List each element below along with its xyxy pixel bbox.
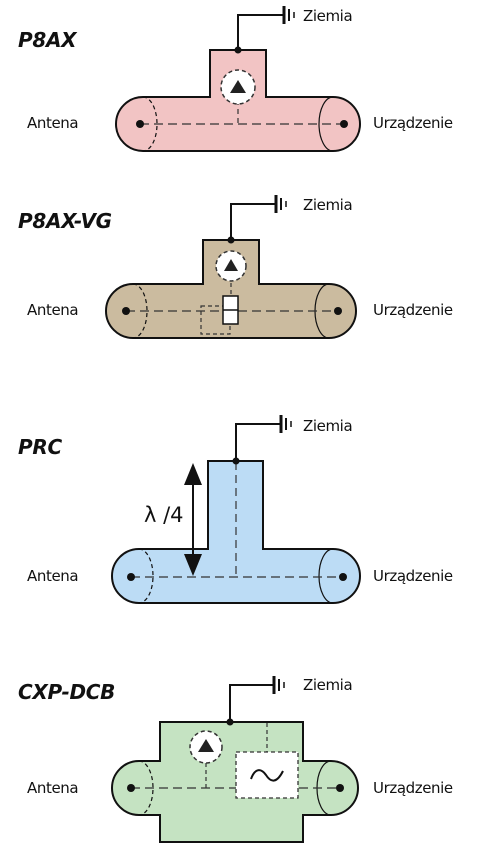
prc-quarter-wave-arrow: [184, 463, 202, 576]
p8ax-vg-drawing: [105, 195, 357, 339]
cxp-dcb-sine-wave-icon: [250, 769, 284, 782]
p8ax-vg-left-connector-dot: [122, 307, 130, 315]
diagram-prc: PRC λ /4 Ziemia Antena Urządzenie: [18, 415, 453, 604]
cxp-dcb-left-connector-dot: [127, 784, 135, 792]
prc-ground-icon: [279, 415, 292, 433]
prc-title: PRC: [18, 435, 62, 459]
cxp-dcb-right-connector-dot: [336, 784, 344, 792]
p8ax-vg-ground-label: Ziemia: [303, 196, 353, 214]
cxp-dcb-ground-icon: [272, 676, 285, 694]
p8ax-drawing: [115, 6, 361, 152]
p8ax-right-connector-dot: [340, 120, 348, 128]
p8ax-device-label: Urządzenie: [373, 114, 453, 132]
p8ax-title: P8AX: [18, 28, 77, 52]
prc-drawing: [111, 415, 361, 604]
p8ax-vg-right-connector-dot: [334, 307, 342, 315]
prc-right-connector-dot: [339, 573, 347, 581]
prc-device-label: Urządzenie: [373, 567, 453, 585]
prc-left-connector-dot: [127, 573, 135, 581]
prc-ground-label: Ziemia: [303, 417, 353, 435]
diagram-p8ax: P8AX Ziemia Antena Urządzenie: [0, 0, 480, 190]
p8ax-vg-ground-icon: [274, 195, 287, 213]
p8ax-vg-title: P8AX-VG: [18, 209, 112, 233]
p8ax-gas-tube-icon: [230, 80, 246, 93]
cxp-dcb-title: CXP-DCB: [18, 680, 116, 704]
p8ax-vg-device-label: Urządzenie: [373, 301, 453, 319]
diagram-p8ax-vg: P8AX-VG Ziemia Antena Urządzenie: [0, 0, 480, 380]
cxp-dcb-antenna-label: Antena: [27, 779, 79, 797]
cxp-dcb-device-label: Urządzenie: [373, 779, 453, 797]
p8ax-ground-label: Ziemia: [303, 7, 353, 25]
p8ax-vg-antenna-label: Antena: [27, 301, 79, 319]
prc-lambda-label: λ /4: [144, 503, 184, 527]
prc-antenna-label: Antena: [27, 567, 79, 585]
p8ax-vg-body: [105, 239, 357, 339]
p8ax-antenna-label: Antena: [27, 114, 79, 132]
p8ax-vg-gas-tube-icon: [224, 259, 238, 271]
cxp-dcb-ground-label: Ziemia: [303, 676, 353, 694]
p8ax-left-connector-dot: [136, 120, 144, 128]
p8ax-ground-icon: [282, 6, 295, 24]
cxp-dcb-gas-tube-icon: [198, 739, 214, 752]
cxp-dcb-body: [111, 721, 359, 843]
